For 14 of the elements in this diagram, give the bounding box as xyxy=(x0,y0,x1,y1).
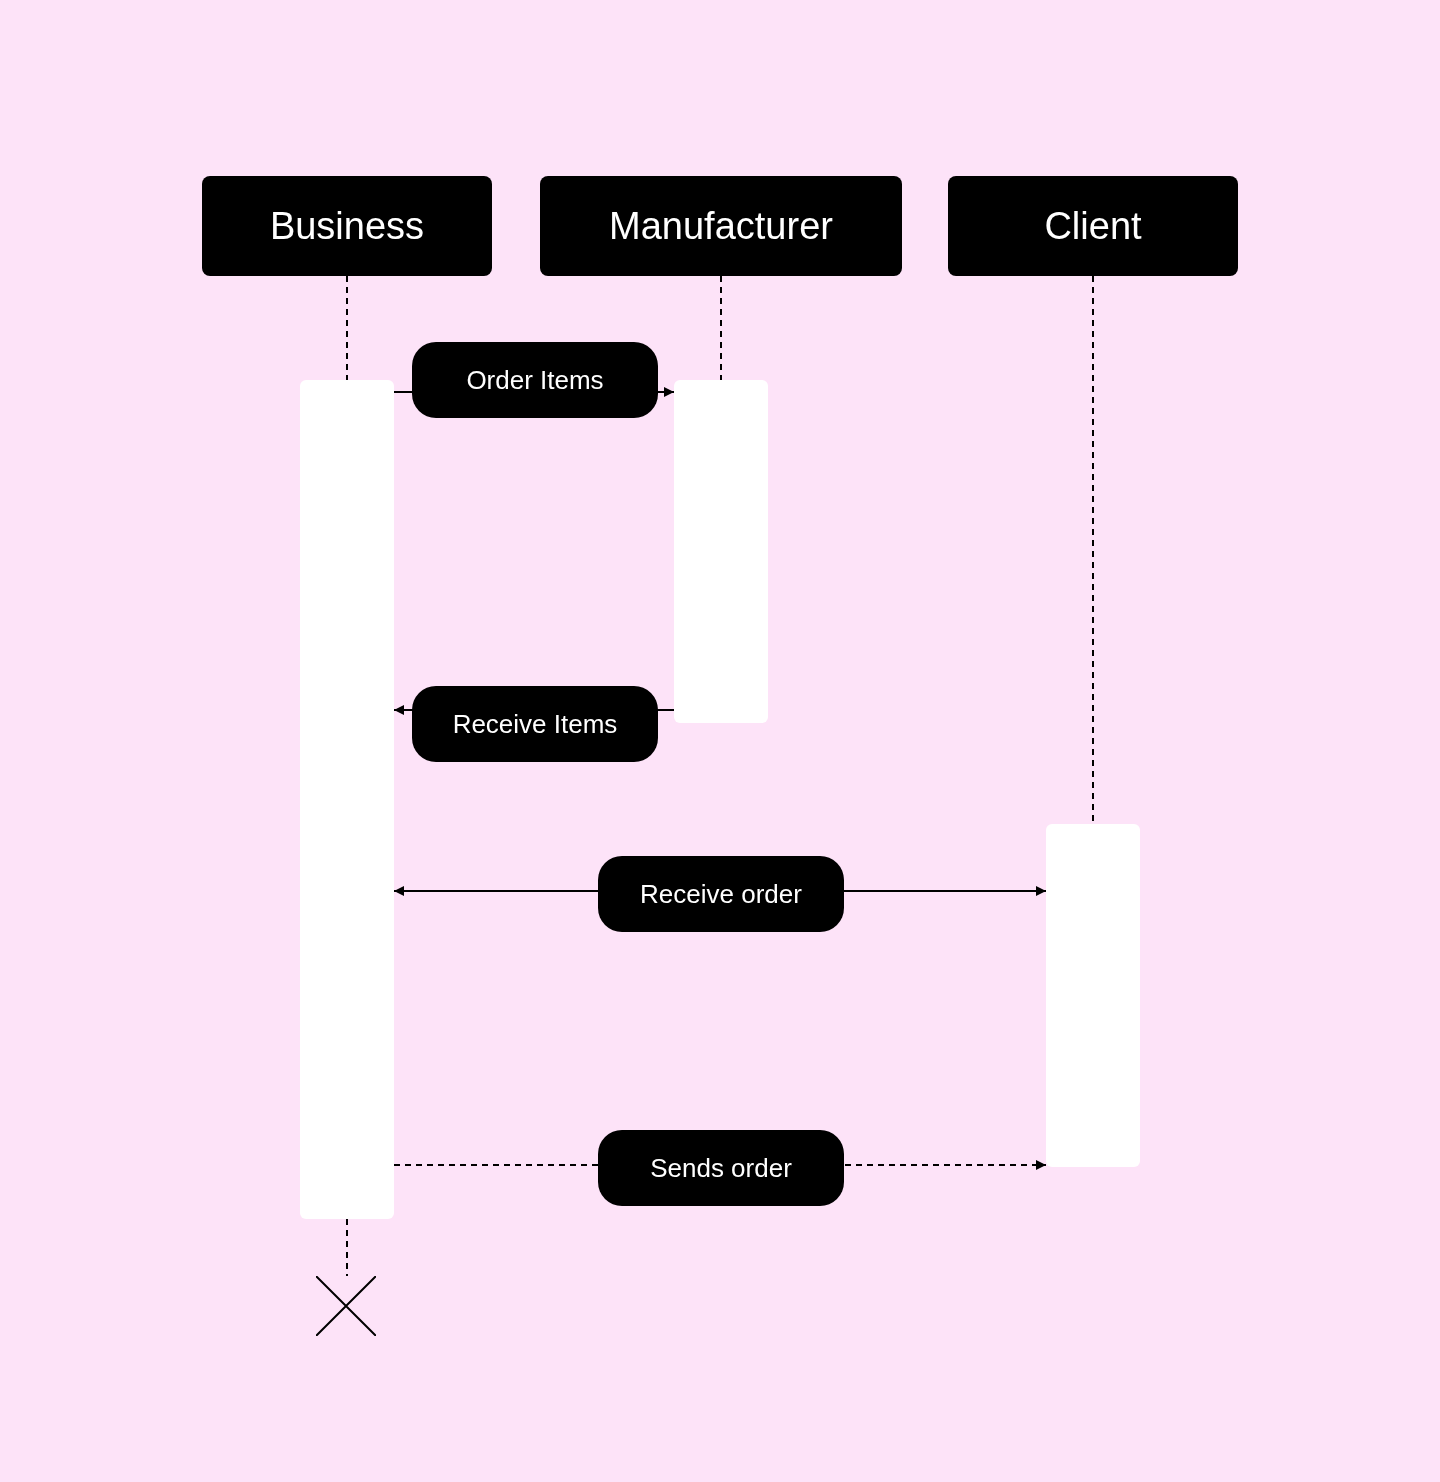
lifeline xyxy=(720,275,722,381)
activation-bar xyxy=(674,380,768,723)
lifeline xyxy=(346,275,348,381)
participant-header: Client xyxy=(948,176,1238,276)
activation-bar xyxy=(300,380,394,1219)
cross-mark xyxy=(316,1276,376,1336)
message-label: Sends order xyxy=(598,1130,844,1206)
activation-bar xyxy=(1046,824,1140,1167)
participant-header: Business xyxy=(202,176,492,276)
message-label: Receive order xyxy=(598,856,844,932)
lifeline xyxy=(346,1218,348,1277)
message-label: Order Items xyxy=(412,342,658,418)
message-label: Receive Items xyxy=(412,686,658,762)
participant-header: Manufacturer xyxy=(540,176,902,276)
